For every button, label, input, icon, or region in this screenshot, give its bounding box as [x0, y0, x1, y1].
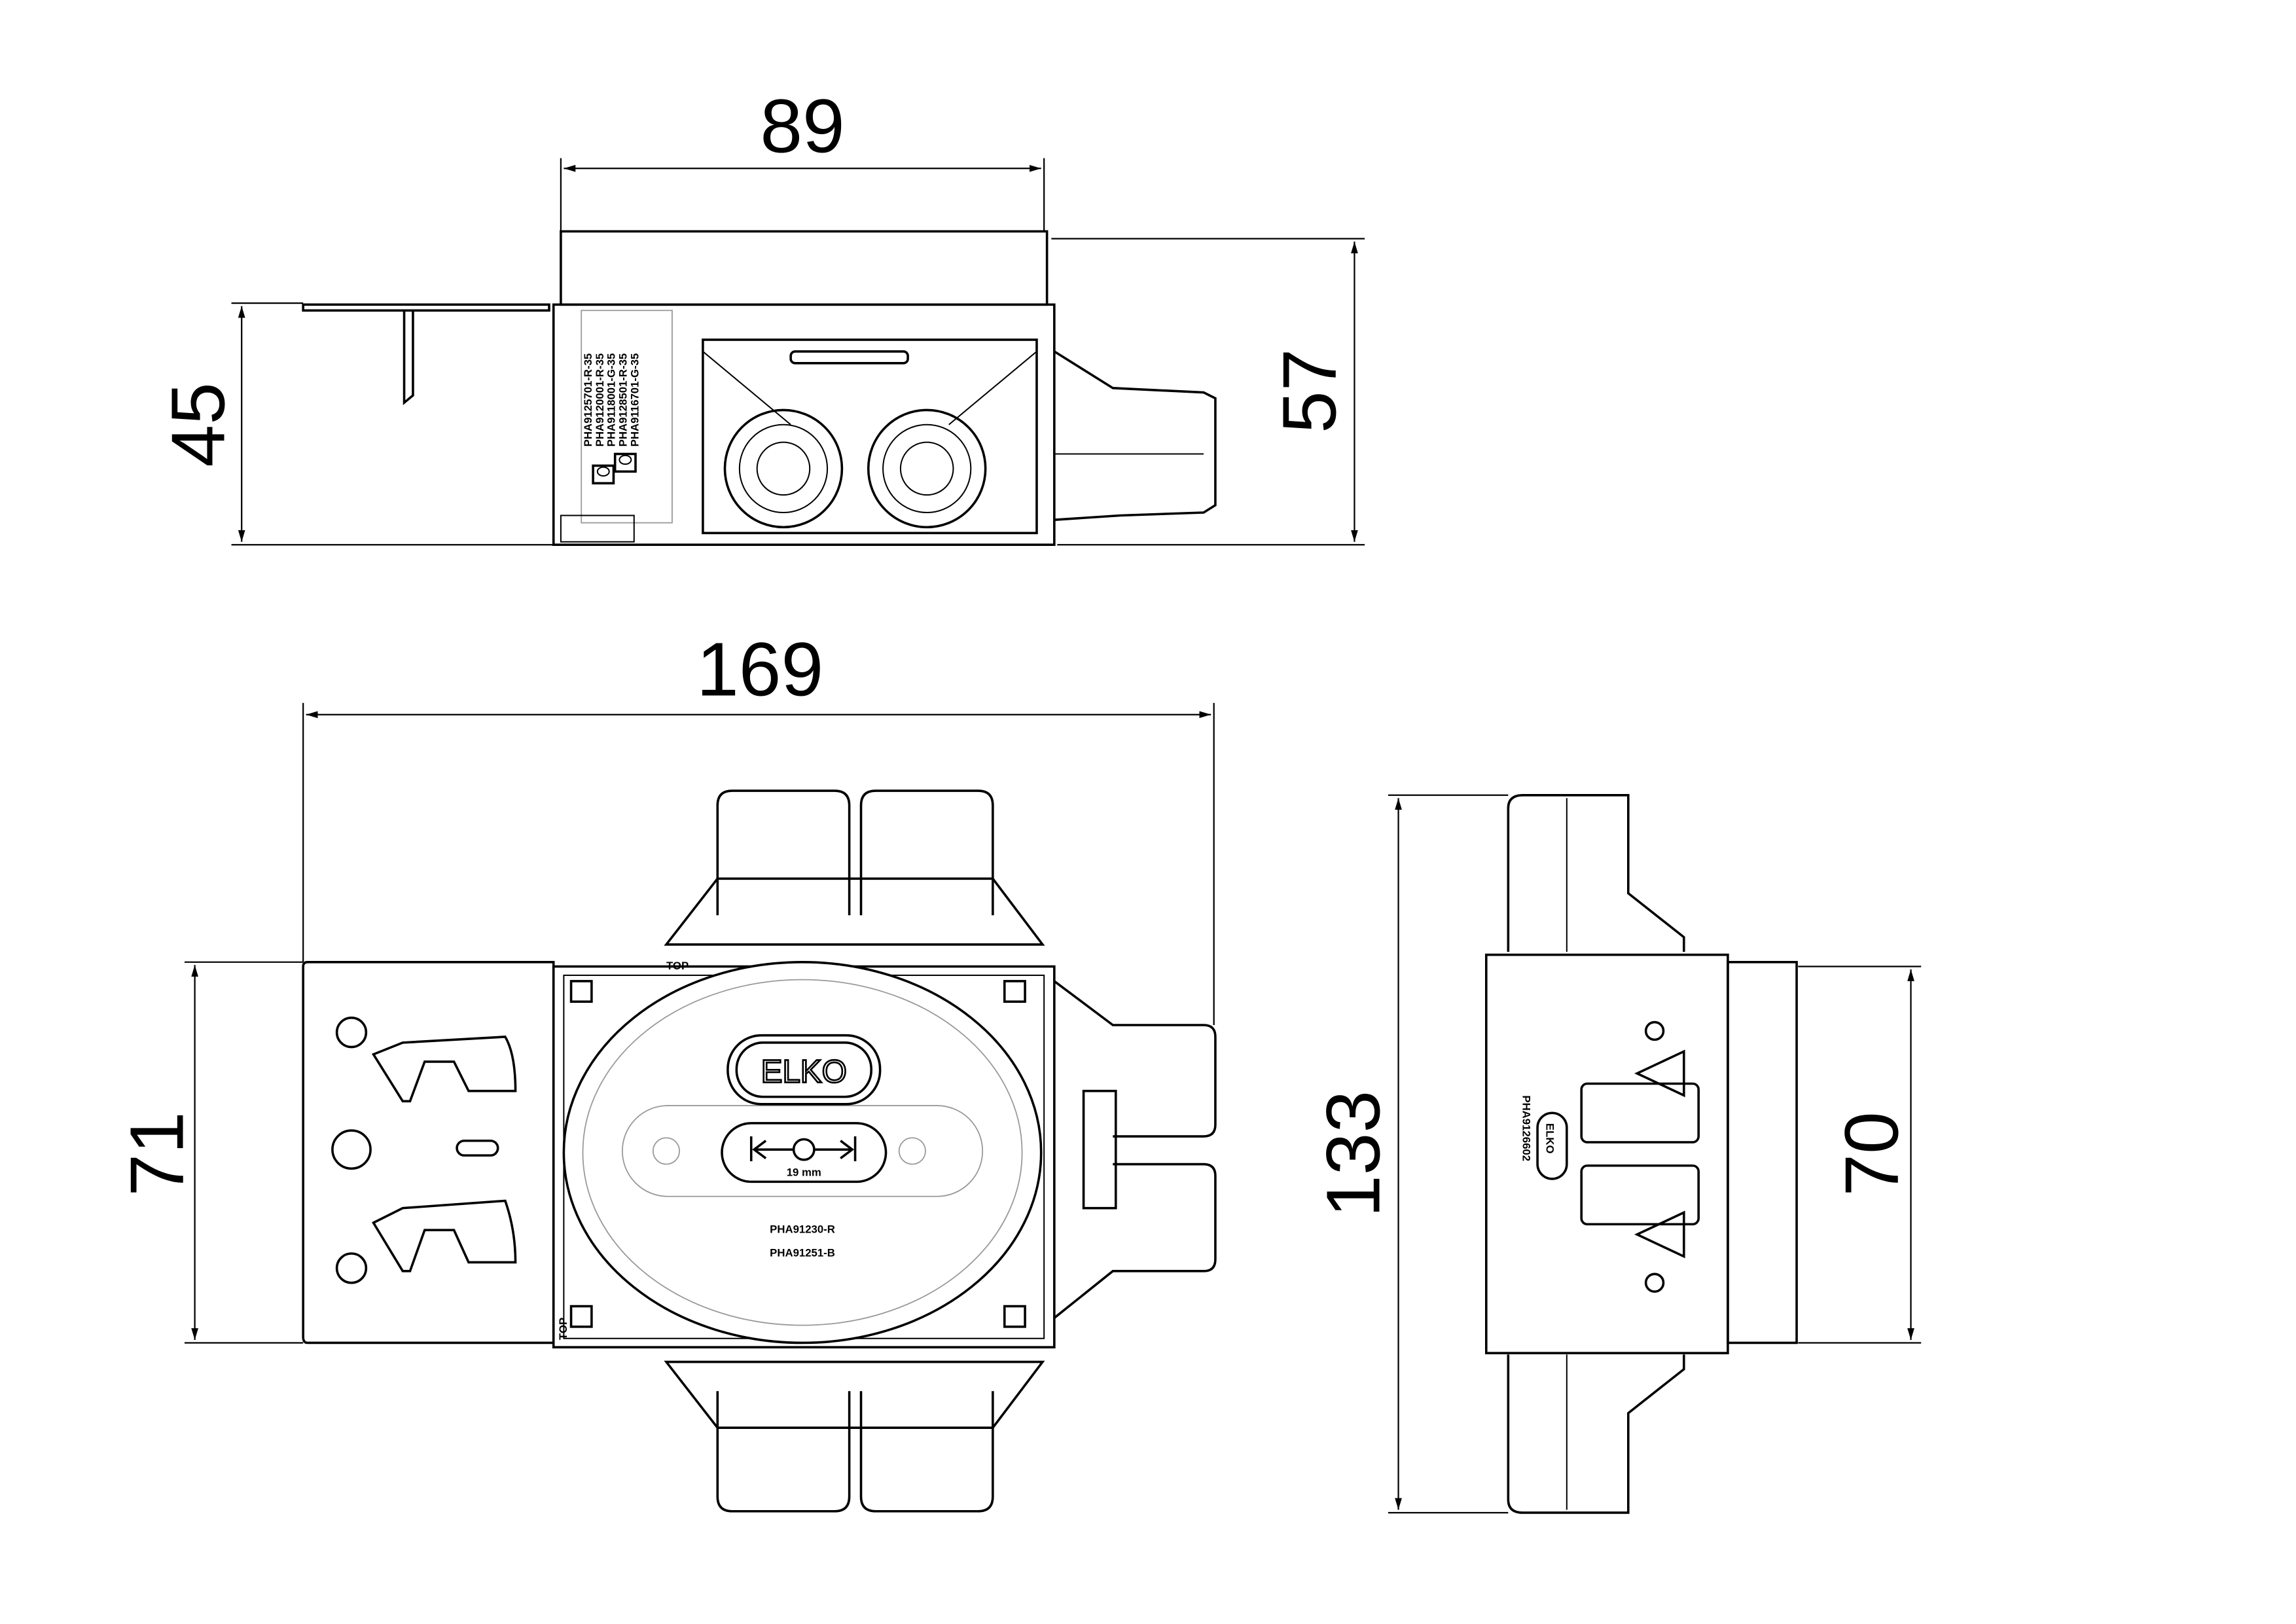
svg-text:ELKO: ELKO	[761, 1053, 847, 1089]
dimension-label: 89	[760, 84, 844, 169]
conduit-port-bottom-right	[859, 1391, 994, 1513]
part-label: PHA91230-R	[770, 1223, 835, 1236]
part-label: PHA9116701-G-35	[628, 353, 641, 447]
top-marker: TOP	[557, 1318, 569, 1340]
dimension-label: 133	[1310, 1091, 1395, 1218]
dimension-label: 45	[155, 382, 240, 467]
box-body	[552, 303, 1056, 547]
part-label: PHA91251-B	[770, 1246, 835, 1259]
conduit-port-bottom-left	[716, 1391, 851, 1513]
dimension-45: 45	[155, 302, 561, 546]
elko-logo-small: ELKO	[1536, 1111, 1568, 1180]
mounting-bracket	[302, 303, 550, 406]
box-side-body	[1484, 953, 1729, 1354]
dimension-89: 89	[560, 84, 1045, 232]
conduit-port-top-right	[859, 789, 994, 916]
dimension-70: 70	[1798, 965, 1922, 1344]
front-view: 169 71 TOP TOP ELKO 19 mm PHA9	[115, 627, 1217, 1513]
dimension-169: 169	[302, 627, 1215, 1026]
conduit-port-bottom	[1507, 1354, 1685, 1514]
conduit-port-top-left	[716, 789, 851, 916]
conduit-port-right-lower	[1053, 1163, 1217, 1319]
part-number-list: PHA9125701-R-35 PHA9120001-R-35 PHA91180…	[582, 353, 641, 447]
part-label: PHA9128501-R-35	[617, 353, 630, 447]
svg-text:19 mm: 19 mm	[787, 1166, 821, 1178]
part-label: PHA9120001-R-35	[594, 353, 606, 447]
part-label: PHA9118001-G-35	[605, 353, 618, 447]
svg-text:ELKO: ELKO	[1544, 1123, 1556, 1154]
conduit-port-left	[723, 408, 844, 529]
top-marker: TOP	[666, 960, 689, 972]
part-label: PHA9126602	[1520, 1095, 1533, 1161]
conduit-port-right-upper	[1053, 980, 1217, 1138]
mounting-plate	[302, 961, 555, 1344]
side-conduit	[1053, 350, 1217, 521]
box-rim	[560, 230, 1049, 306]
box-side-rim	[1727, 961, 1798, 1344]
dimension-label: 70	[1829, 1111, 1914, 1196]
dimension-label: 71	[115, 1111, 200, 1196]
elko-logo: ELKO	[726, 1034, 882, 1106]
top-view: 89 57 45 PHA9125701-R-35 PHA9120001-R-35…	[155, 84, 1365, 547]
part-label: PHA9125701-R-35	[582, 353, 594, 447]
dimension-label: 169	[696, 627, 823, 712]
dimension-133: 133	[1310, 794, 1509, 1514]
conduit-port-top	[1507, 793, 1685, 952]
box-pair-icon	[592, 452, 637, 485]
side-view: 133 70 PHA9126602 ELKO	[1310, 793, 1922, 1514]
hole-size-indicator: 19 mm	[721, 1122, 888, 1183]
conduit-port-right	[867, 408, 987, 529]
dimension-label: 57	[1266, 349, 1352, 433]
dimension-71: 71	[115, 961, 304, 1344]
dimension-57: 57	[1051, 238, 1365, 546]
